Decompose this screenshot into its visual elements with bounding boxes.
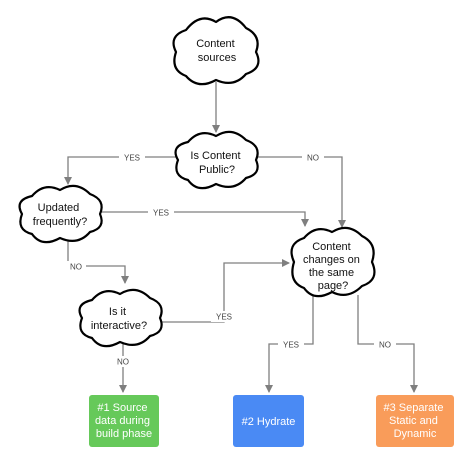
node-is-content-public: Is Content Public? [174, 130, 259, 190]
label-changes-yes: YES [278, 339, 304, 350]
svg-text:#2 Hydrate: #2 Hydrate [242, 416, 296, 428]
svg-text:NO: NO [379, 341, 391, 350]
edge-updated-yes [98, 211, 309, 227]
label-interactive-no: NO [112, 356, 134, 367]
svg-text:Content changes on: Content changes on the same page? [303, 241, 363, 292]
svg-text:#3 Separate Static and: #3 Separate Static and Dynamic [384, 402, 447, 440]
label-public-yes: YES [119, 152, 145, 163]
svg-text:Updated frequently?: Updated frequently? [33, 202, 87, 228]
svg-text:NO: NO [117, 358, 129, 367]
label-interactive-yes: YES [211, 311, 237, 322]
svg-text:Is Content Public?: Is Content Public? [190, 150, 243, 176]
svg-text:YES: YES [124, 154, 140, 163]
label-updated-no: NO [66, 261, 86, 272]
outcome-separate: #3 Separate Static and Dynamic [376, 395, 454, 447]
outcome-hydrate: #2 Hydrate [233, 395, 304, 447]
edge-updated-no [67, 236, 129, 284]
svg-text:NO: NO [70, 263, 82, 272]
svg-text:Content sources: Content sources [196, 38, 238, 64]
outcome-source-build: #1 Source data during build phase [89, 395, 159, 447]
node-content-sources: Content sources [172, 16, 260, 86]
svg-text:YES: YES [216, 313, 232, 322]
node-content-changes: Content changes on the same page? [290, 226, 376, 298]
edge-public-no [253, 156, 346, 228]
svg-text:Is it interactive?: Is it interactive? [91, 306, 147, 332]
node-updated-frequently: Updated frequently? [18, 184, 103, 244]
svg-text:YES: YES [153, 209, 169, 218]
label-updated-yes: YES [148, 207, 174, 218]
label-changes-no: NO [374, 339, 396, 350]
edges: YES NO YES NO YES NO [64, 82, 418, 393]
svg-text:YES: YES [283, 341, 299, 350]
node-is-interactive: Is it interactive? [78, 288, 163, 348]
label-public-no: NO [302, 152, 324, 163]
svg-text:NO: NO [307, 154, 319, 163]
edge-interactive-yes [160, 259, 290, 323]
svg-text:#1 Source data during: #1 Source data during build phase [95, 402, 153, 440]
